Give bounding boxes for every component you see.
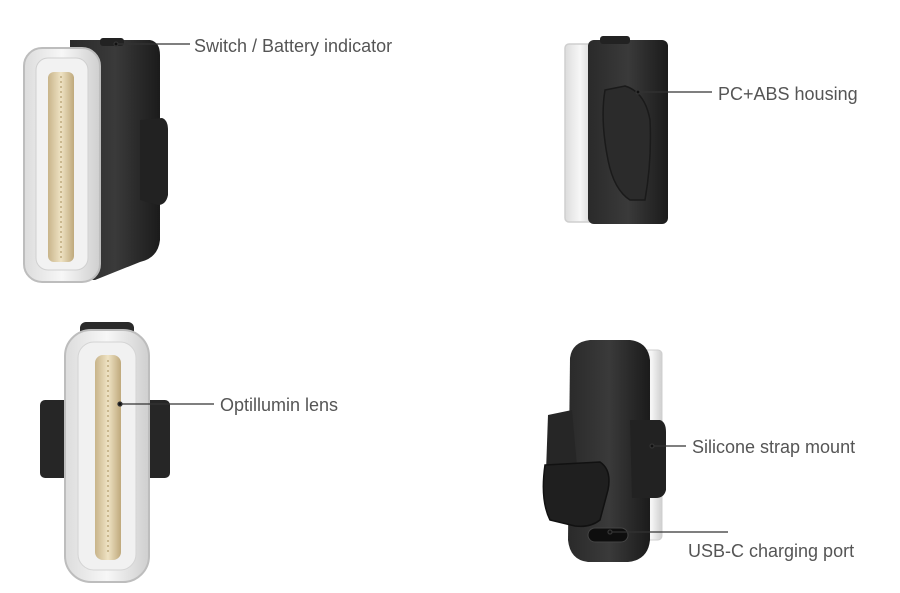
housing-leader-dot (635, 89, 641, 95)
light-side-view (564, 36, 668, 224)
leader-lines (113, 41, 728, 535)
strap-tab (140, 118, 168, 205)
rear-strap-hook (542, 461, 610, 528)
light-rear-view (542, 340, 666, 562)
side-strap-mount (602, 85, 652, 201)
optillumin-lens-label: Optillumin lens (220, 395, 339, 415)
silicone-strap-mount-label: Silicone strap mount (692, 437, 856, 457)
pc-abs-housing-label: PC+ABS housing (718, 84, 858, 104)
usb-c-port (587, 527, 629, 543)
light-front-angle-view (23, 38, 168, 283)
usb-c-charging-port-label: USB-C charging port (688, 541, 855, 561)
switch-button (100, 38, 124, 46)
switch-leader-dot (113, 41, 119, 47)
lens-leader-dot (117, 401, 123, 407)
strap-leader-dot (649, 443, 655, 449)
rear-strap-right (630, 420, 666, 498)
light-front-view (40, 322, 170, 583)
front-led-strip (95, 355, 121, 560)
switch-battery-indicator-label: Switch / Battery indicator (194, 36, 393, 56)
usb-leader-dot (607, 529, 613, 535)
front-strap-left (40, 400, 70, 478)
side-switch (600, 36, 630, 44)
